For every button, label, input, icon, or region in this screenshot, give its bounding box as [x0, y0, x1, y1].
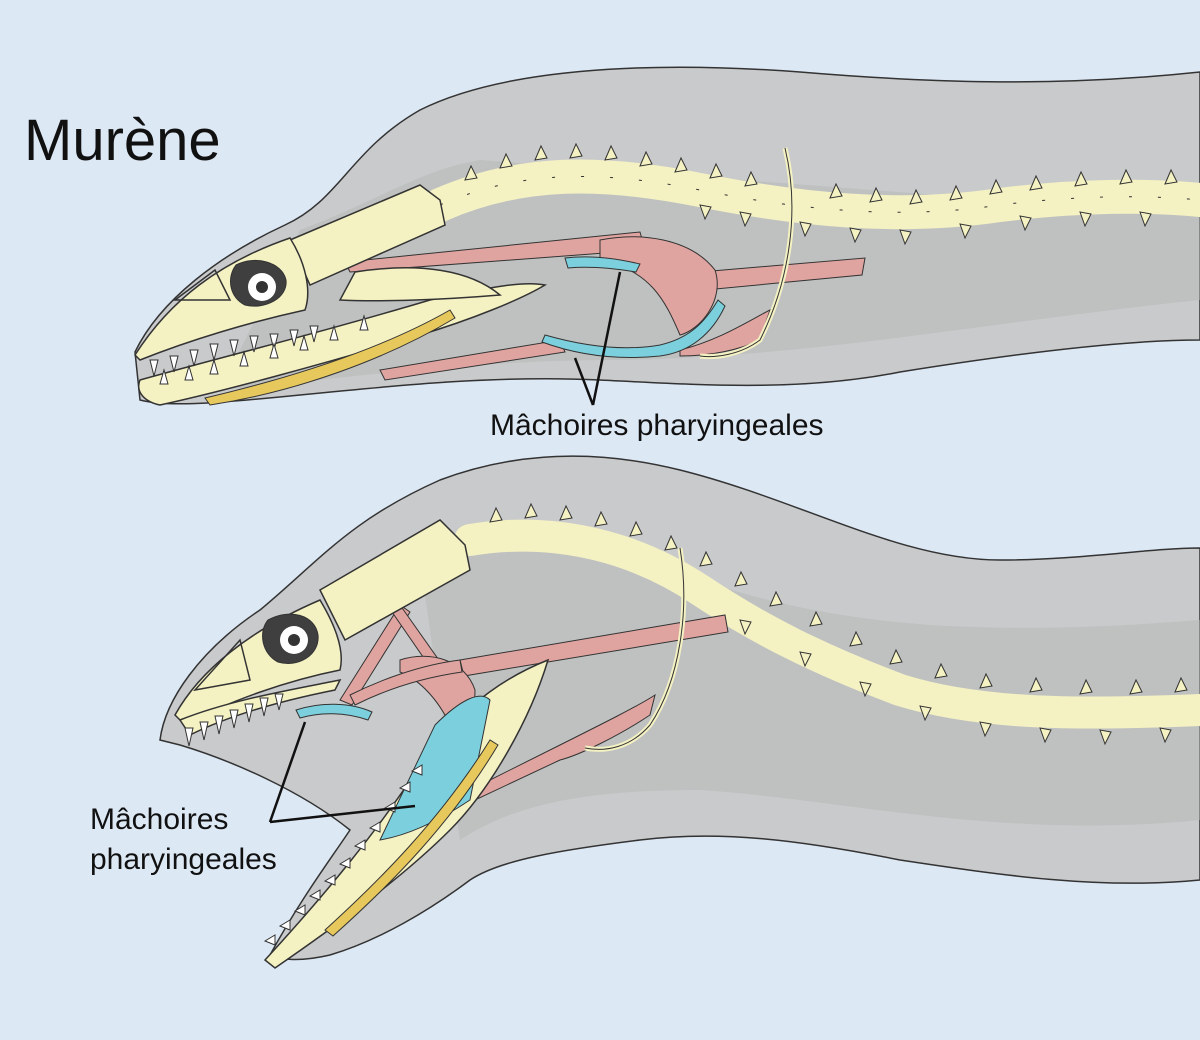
- pharyngeal-jaws-label-bottom: Mâchoires pharyingeales: [90, 800, 350, 880]
- pharyngeal-jaws-label-bottom-line2: pharyingeales: [90, 840, 350, 880]
- eel-open-mouth: [160, 456, 1200, 968]
- pharyngeal-jaws-label-top: Mâchoires pharyingeales: [490, 408, 824, 444]
- pharyngeal-jaws-label-bottom-line1: Mâchoires: [90, 800, 350, 840]
- eel-closed-mouth: [135, 67, 1200, 405]
- eye-bottom: [263, 614, 319, 663]
- page-title: Murène: [24, 112, 221, 170]
